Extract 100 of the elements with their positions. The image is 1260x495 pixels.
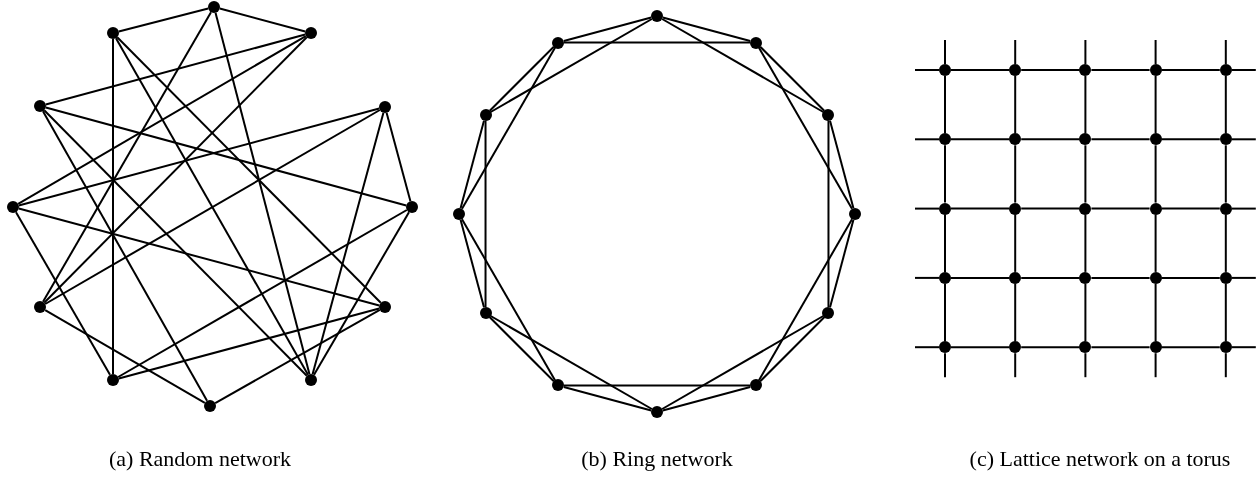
network-link — [117, 307, 381, 380]
network-link — [1014, 75, 1017, 135]
network-node — [305, 27, 317, 39]
network-node — [552, 379, 564, 392]
network-node — [1079, 202, 1092, 215]
network-link — [1020, 207, 1081, 210]
network-link — [1160, 207, 1221, 210]
network-link — [1154, 213, 1157, 273]
network-link — [661, 315, 825, 410]
network-node — [1219, 271, 1232, 284]
network-link — [114, 37, 310, 376]
network-node — [822, 109, 835, 121]
network-node — [822, 307, 835, 319]
network-link — [1014, 282, 1017, 343]
network-link — [488, 45, 555, 112]
network-node — [1079, 64, 1092, 76]
network-link — [1154, 144, 1157, 204]
network-link — [661, 16, 752, 42]
network-link — [43, 109, 308, 377]
network-link — [914, 276, 940, 279]
network-link — [1160, 346, 1221, 349]
network-node — [939, 341, 951, 354]
network-link — [461, 218, 556, 382]
network-link — [1090, 276, 1151, 279]
network-link — [44, 109, 381, 305]
network-node — [107, 27, 119, 39]
network-link — [1020, 138, 1081, 141]
network-link — [759, 45, 826, 112]
network-link — [944, 39, 946, 65]
network-link — [944, 213, 946, 273]
network-link — [459, 119, 485, 210]
network-node — [1219, 133, 1232, 146]
network-node — [651, 10, 663, 22]
network-link — [829, 218, 855, 309]
network-link — [1160, 69, 1221, 71]
network-link — [950, 138, 1011, 141]
network-link — [1230, 346, 1257, 349]
network-link — [1230, 69, 1257, 71]
network-link — [1224, 282, 1227, 343]
figure-caption: (b) Ring network — [581, 446, 733, 472]
network-link — [661, 18, 825, 113]
network-link — [117, 7, 210, 33]
network-link — [1014, 39, 1017, 65]
network-node — [939, 271, 951, 284]
network-link — [1014, 352, 1017, 379]
network-node — [7, 201, 19, 213]
network-link — [1020, 69, 1081, 71]
network-link — [41, 110, 209, 402]
network-link — [758, 218, 853, 382]
network-node — [849, 208, 861, 220]
network-node — [379, 301, 391, 313]
network-link — [944, 352, 946, 379]
network-link — [17, 35, 307, 205]
network-link — [950, 207, 1011, 210]
figure-caption: (c) Lattice network on a torus — [969, 446, 1231, 472]
network-link — [43, 36, 308, 304]
network-link — [1154, 352, 1157, 379]
network-link — [944, 282, 946, 343]
network-link — [459, 218, 485, 309]
network-link — [950, 346, 1011, 349]
network-link — [1090, 138, 1151, 141]
network-link — [1090, 69, 1151, 71]
network-link — [1090, 207, 1151, 210]
network-link — [1154, 75, 1157, 135]
network-link — [1154, 39, 1157, 65]
network-link — [489, 18, 653, 113]
network-link — [1020, 346, 1081, 349]
network-node — [1149, 271, 1162, 284]
network-node — [107, 374, 119, 386]
network-link — [313, 211, 410, 376]
network-link — [1090, 346, 1151, 349]
network-node — [1009, 64, 1022, 76]
network-node — [1149, 64, 1162, 76]
network-node — [939, 133, 951, 146]
network-node — [552, 36, 564, 49]
network-link — [1084, 75, 1087, 135]
network-node — [1079, 133, 1092, 146]
network-link — [385, 111, 412, 203]
network-link — [484, 120, 487, 308]
network-link — [112, 38, 114, 375]
network-node — [204, 400, 216, 412]
network-link — [829, 119, 855, 210]
network-node — [1219, 202, 1232, 215]
network-node — [479, 307, 492, 319]
network-link — [914, 207, 940, 210]
network-link — [44, 33, 307, 106]
network-link — [950, 69, 1011, 71]
network-node — [1149, 202, 1162, 215]
network-link — [1084, 213, 1087, 273]
network-link — [1160, 138, 1221, 141]
network-node — [750, 36, 762, 49]
network-link — [116, 36, 382, 304]
network-link — [1224, 39, 1227, 65]
network-link — [758, 46, 853, 210]
network-link — [914, 346, 940, 349]
network-link — [562, 386, 653, 412]
network-link — [759, 316, 826, 383]
network-link — [1224, 213, 1227, 273]
network-link — [944, 144, 946, 204]
network-node — [34, 301, 46, 313]
